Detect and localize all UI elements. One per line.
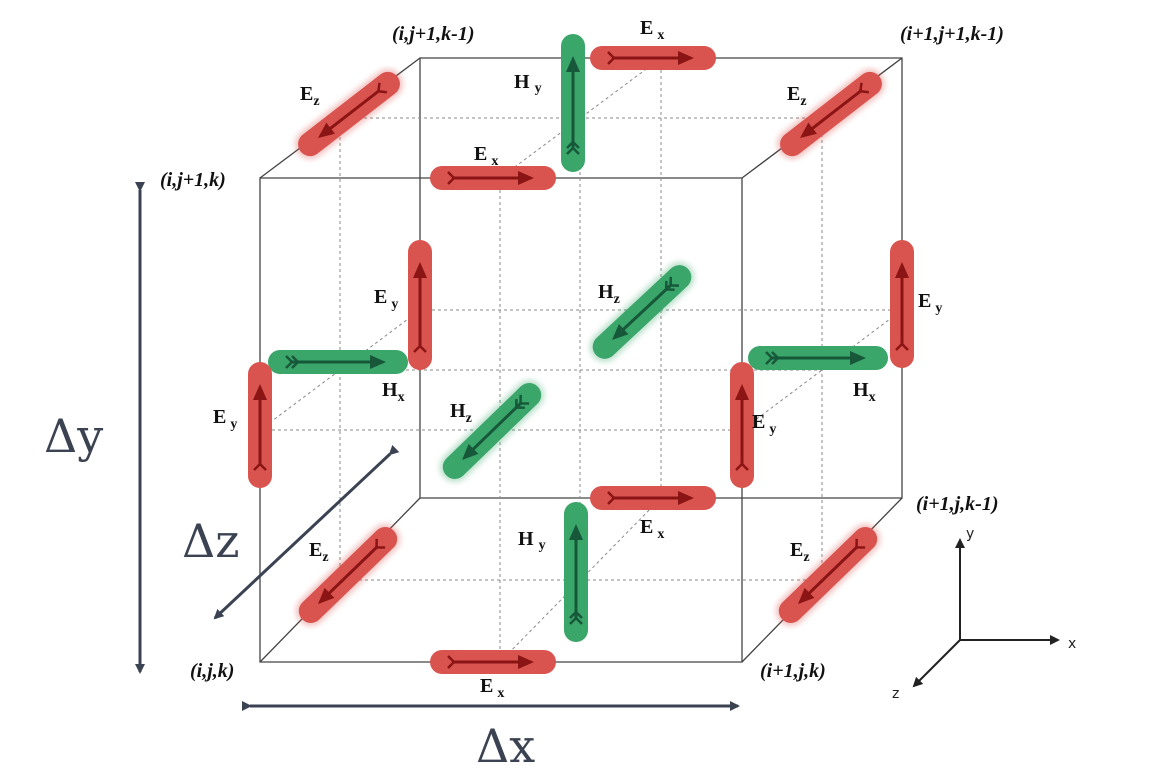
label-hx: Hx [382, 379, 405, 405]
ex-capsule [587, 483, 719, 513]
svg-text:Δx: Δx [476, 719, 535, 773]
axis-z-label: z [892, 686, 899, 702]
axis-x-label: x [1068, 636, 1076, 652]
corner-labels: (i,j+1,k-1) (i+1,j+1,k-1) (i,j+1,k) (i+1… [160, 23, 1004, 682]
delta-z-dimension: Δz [182, 444, 400, 620]
label-ez: Ez [300, 83, 320, 109]
ez-capsule [295, 68, 403, 160]
label-hx: Hx [853, 379, 876, 405]
delta-x-dimension: Δx [242, 701, 740, 773]
label-hz: Hz [450, 400, 472, 426]
coordinate-axes: y x z [892, 526, 1076, 702]
svg-text:Δz: Δz [182, 514, 239, 568]
corner-top-back-left: (i,j+1,k-1) [392, 23, 475, 45]
hz-capsule [589, 262, 695, 362]
axis-y-label: y [966, 526, 974, 542]
ex-capsule [587, 43, 719, 73]
label-hz: Hz [598, 281, 620, 307]
ey-capsule [727, 359, 757, 491]
corner-top-front-left: (i,j+1,k) [160, 169, 226, 191]
ex-capsule [427, 647, 559, 677]
hz-capsule [439, 380, 545, 482]
corner-bottom-front-right: (i+1,j,k) [760, 660, 826, 682]
corner-bottom-back-right: (i+1,j,k-1) [916, 493, 999, 515]
label-ez: Ez [309, 539, 329, 565]
field-components [245, 31, 917, 677]
ez-capsule [777, 68, 885, 160]
label-ez: Ez [787, 83, 807, 109]
ex-capsule [427, 163, 559, 193]
hy-capsule [558, 31, 588, 175]
hy-capsule [561, 499, 591, 645]
ey-capsule [887, 237, 917, 371]
corner-top-back-right: (i+1,j+1,k-1) [900, 23, 1004, 45]
ez-capsule [775, 524, 881, 626]
ey-capsule [245, 359, 275, 491]
ey-capsule [405, 237, 435, 373]
corner-bottom-front-left: (i,j,k) [190, 660, 234, 682]
hx-capsule [265, 347, 411, 377]
delta-y-dimension: Δy [44, 182, 145, 674]
label-ez: Ez [790, 539, 810, 565]
svg-text:Δy: Δy [44, 409, 103, 463]
hx-capsule [745, 343, 891, 373]
